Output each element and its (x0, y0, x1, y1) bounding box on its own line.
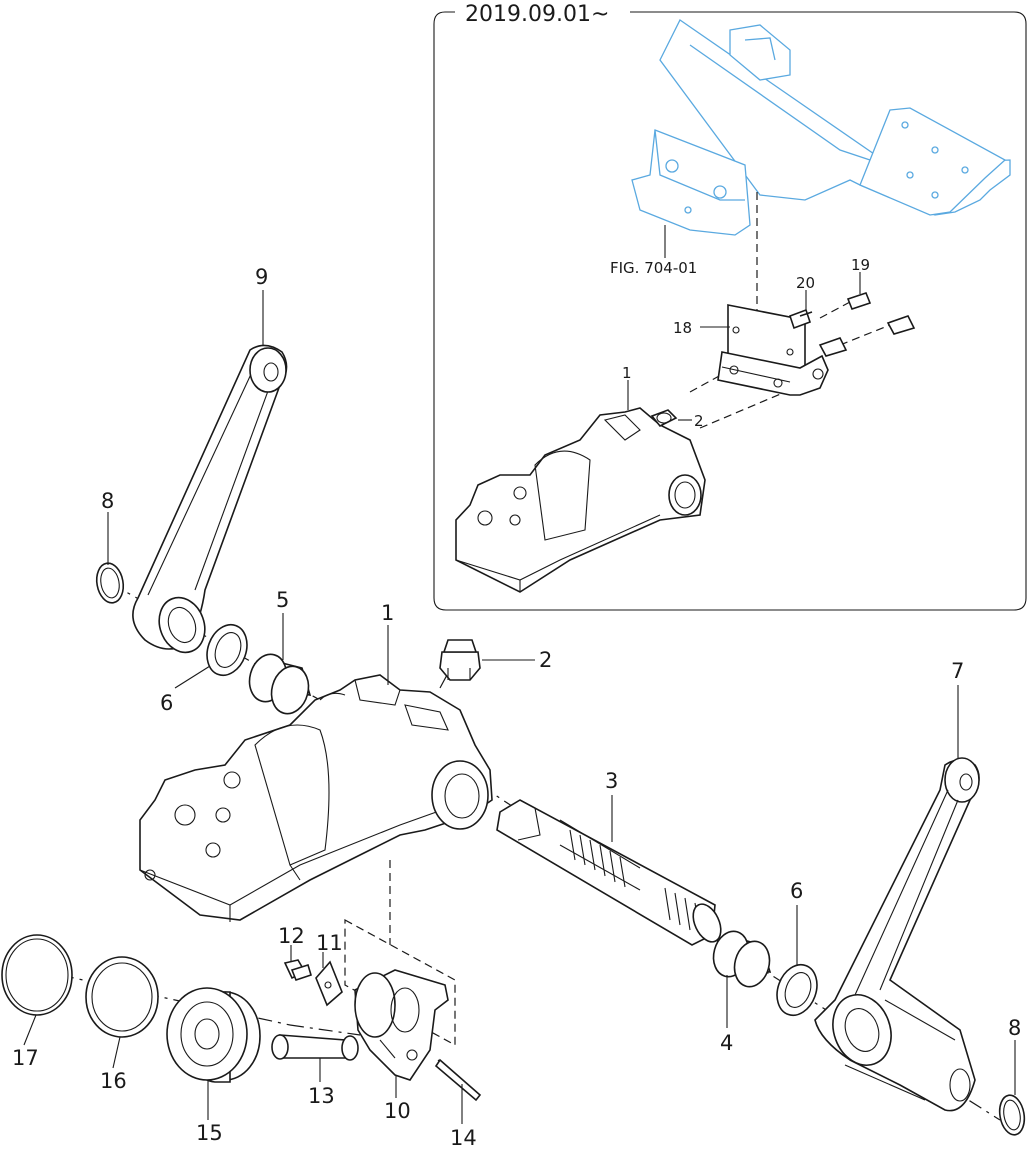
callout-15: 15 (196, 1121, 223, 1145)
fig-ref-label: FIG. 704-01 (610, 259, 697, 277)
breather-plug-2 (439, 639, 481, 681)
snap-ring-8-right (998, 1094, 1026, 1136)
bushing-4 (712, 930, 772, 988)
inset-panel: 2019.09.01~ FIG. 704-01 (433, 2, 1027, 611)
bolt-12 (283, 959, 312, 981)
callout-17: 17 (12, 1046, 39, 1070)
inset-callout-20: 20 (796, 274, 815, 292)
roll-pin-14 (434, 1058, 482, 1102)
inset-bolts (788, 292, 916, 357)
callout-14: 14 (450, 1126, 477, 1150)
callout-8-right: 8 (1008, 1016, 1021, 1040)
callout-7: 7 (951, 659, 964, 683)
inset-callout-1: 1 (622, 364, 632, 382)
leader-lines (23, 290, 1016, 1124)
inset-date-label: 2019.09.01~ (465, 2, 609, 27)
pin-13 (271, 1034, 359, 1061)
callout-3: 3 (605, 769, 618, 793)
link-10 (354, 969, 449, 1081)
piston-15 (166, 987, 261, 1083)
callout-2: 2 (539, 648, 552, 672)
callout-11: 11 (316, 931, 343, 955)
seal-6-left (206, 623, 248, 677)
lift-arm-7 (814, 757, 980, 1112)
inset-callout-19: 19 (851, 256, 870, 274)
inset-callout-18: 18 (673, 319, 692, 337)
callout-1: 1 (381, 601, 394, 625)
bushing-5 (248, 653, 312, 715)
callout-8-left: 8 (101, 489, 114, 513)
lift-arm-9 (132, 344, 288, 654)
reference-frame (631, 19, 1011, 258)
callout-9: 9 (255, 265, 268, 289)
callout-12: 12 (278, 924, 305, 948)
lift-housing-1 (139, 674, 493, 922)
inset-bracket-18 (717, 304, 829, 396)
inset-housing (455, 407, 706, 593)
callout-5: 5 (276, 588, 289, 612)
callout-16: 16 (100, 1069, 127, 1093)
inset-callout-2: 2 (694, 412, 704, 430)
callout-10: 10 (384, 1099, 411, 1123)
callout-6-left: 6 (160, 691, 173, 715)
seal-16 (85, 956, 159, 1038)
callout-6-right: 6 (790, 879, 803, 903)
lift-shaft-3 (496, 799, 722, 946)
snap-ring-8-left (95, 562, 125, 604)
seal-6-right (776, 963, 818, 1017)
o-ring-17 (1, 934, 73, 1016)
plate-11 (315, 960, 343, 1007)
callout-4: 4 (720, 1031, 733, 1055)
callout-13: 13 (308, 1084, 335, 1108)
